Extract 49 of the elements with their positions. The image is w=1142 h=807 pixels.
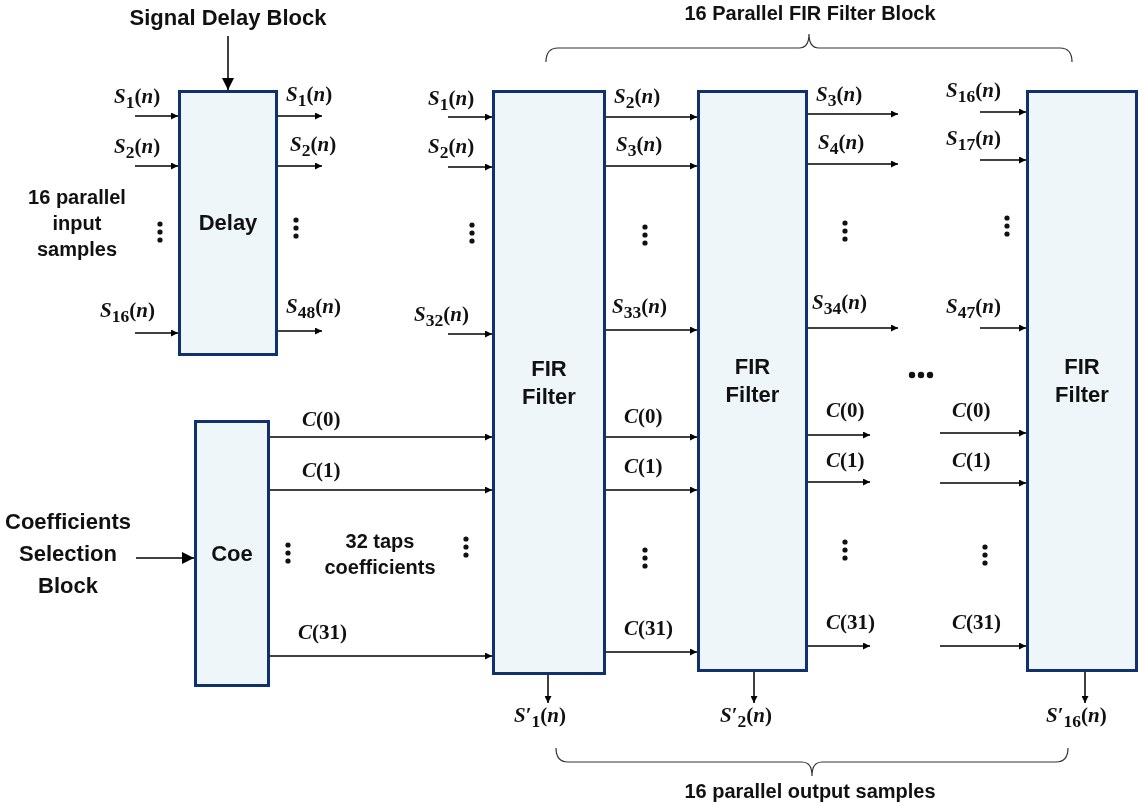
- arrow: [222, 35, 234, 91]
- arrow: [1081, 671, 1089, 704]
- arrow: [807, 478, 871, 486]
- arrow: [605, 326, 698, 334]
- arrow: [807, 642, 871, 650]
- arrow: [447, 163, 493, 171]
- arrow: [605, 162, 698, 170]
- coefficient-block: Coe: [194, 420, 270, 687]
- arrow: [750, 671, 758, 704]
- arrow: [269, 652, 493, 660]
- arrow: [939, 429, 1027, 437]
- arrow: [605, 486, 698, 494]
- arrow: [979, 324, 1027, 332]
- block-title: Signal Delay Block: [110, 2, 346, 36]
- arrow: [939, 479, 1027, 487]
- block-title: Coefficients Selection Block: [0, 506, 136, 606]
- fir-filter-block: FIR Filter: [697, 90, 808, 672]
- arrow: [807, 110, 899, 118]
- arrow: [134, 162, 179, 170]
- arrow: [807, 160, 899, 168]
- arrow: [277, 327, 323, 335]
- arrow: [277, 112, 323, 120]
- output-signal-label: S′$_{1}$(n): [514, 703, 584, 731]
- text-label: 16 parallel input samples: [27, 185, 127, 262]
- arrow: [277, 162, 323, 170]
- arrow: [134, 329, 179, 337]
- arrow: [807, 324, 899, 332]
- arrow: [544, 674, 552, 704]
- arrow: [134, 112, 179, 120]
- arrow: [269, 433, 493, 441]
- delay-block: Delay: [178, 90, 278, 356]
- arrow: [979, 156, 1027, 164]
- arrow: [447, 113, 493, 121]
- arrow: [269, 486, 493, 494]
- fir-filter-block: FIR Filter: [1026, 90, 1138, 672]
- arrow: [807, 431, 871, 439]
- arrow: [447, 330, 493, 338]
- text-label: 16 Parallel FIR Filter Block: [683, 1, 937, 26]
- arrow: [605, 113, 698, 121]
- arrow: [605, 648, 698, 656]
- arrow: [979, 108, 1027, 116]
- fir-filter-block: FIR Filter: [492, 90, 606, 675]
- arrow: [939, 642, 1027, 650]
- text-label: 32 taps coefficients: [323, 529, 437, 580]
- arrow: [605, 433, 698, 441]
- text-label: 16 parallel output samples: [683, 779, 937, 804]
- output-signal-label: S′$_{2}$(n): [720, 703, 790, 731]
- arrow: [135, 552, 195, 564]
- output-signal-label: S′$_{16}$(n): [1046, 703, 1130, 731]
